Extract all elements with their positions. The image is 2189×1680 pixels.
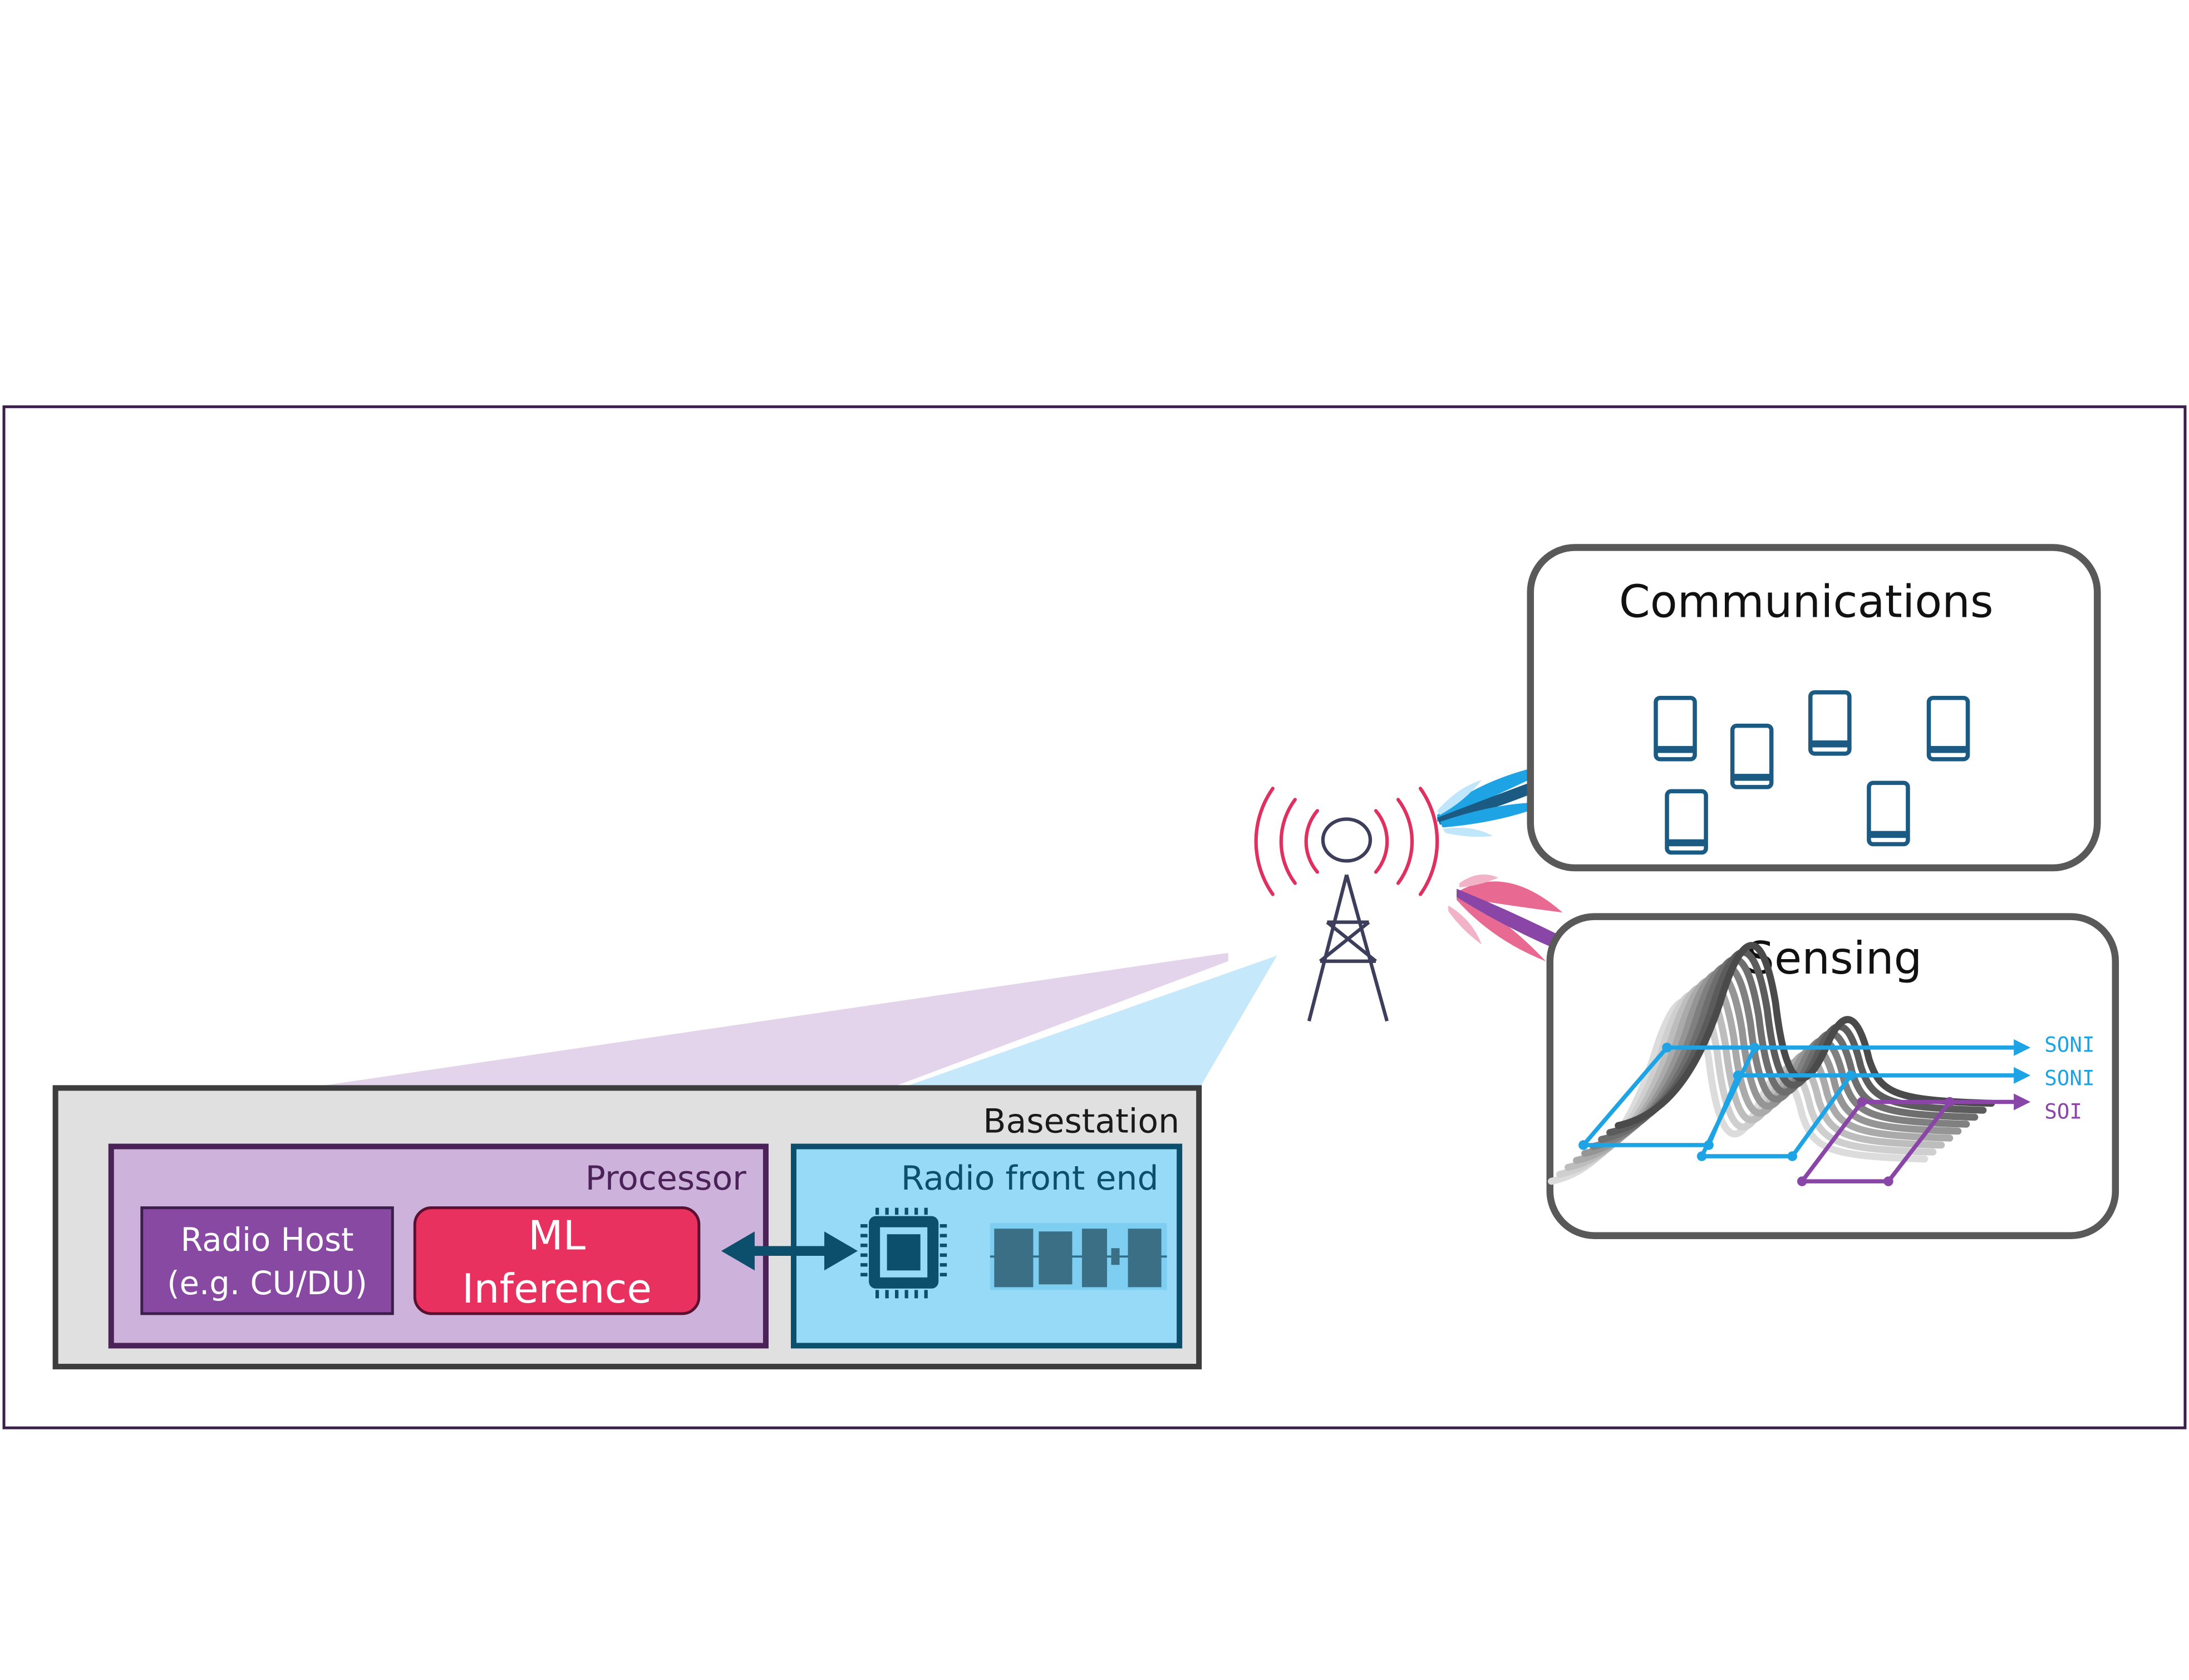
smartphone-icons [1654, 690, 1970, 855]
smartphone-icon [1654, 695, 1697, 762]
sensing-title: Sensing [1746, 932, 1922, 984]
radio-host-label-line1: Radio Host [181, 1221, 354, 1259]
processor: Processor Radio Host (e.g. CU/DU) ML Inf… [108, 1143, 769, 1349]
radio-host-label-line2: (e.g. CU/DU) [167, 1265, 367, 1302]
soni-points [1578, 1043, 1856, 1161]
beam-purple [316, 952, 1228, 1087]
soi-arrowhead [2014, 1093, 2031, 1111]
ml-inference-box: ML Inference [413, 1206, 701, 1315]
ml-label-line2: Inference [462, 1266, 652, 1313]
communications-title: Communications [1619, 576, 1994, 628]
soi-points [1797, 1097, 1955, 1186]
legend-soni-2: SONI [2044, 1065, 2094, 1090]
beam-blue [905, 955, 1277, 1087]
smartphone-icon [1730, 724, 1774, 789]
basestation-title: Basestation [983, 1102, 1179, 1141]
legend-soni-1: SONI [2044, 1032, 2094, 1057]
waveform-icon [990, 1223, 1167, 1290]
processor-title: Processor [586, 1159, 747, 1198]
radio-front-end-title: Radio front end [901, 1159, 1159, 1198]
smartphone-icon [1808, 690, 1852, 756]
cell-tower-icon [1254, 787, 1439, 1022]
sensing-panel: Sensing [1546, 913, 2119, 1239]
smartphone-icon [1665, 789, 1708, 855]
soi-grid [1800, 1099, 2025, 1183]
chip-icon [860, 1207, 947, 1299]
soni-arrowhead-2 [2014, 1067, 2031, 1084]
smartphone-icon [1926, 695, 1970, 762]
bidirectional-arrow-icon [721, 1231, 858, 1271]
radio-host-box: Radio Host (e.g. CU/DU) [140, 1206, 394, 1315]
legend-soi: SOI [2044, 1099, 2082, 1123]
basestation: Basestation Processor Radio Host (e.g. C… [52, 1085, 1202, 1369]
soni-arrowhead-1 [2014, 1039, 2031, 1056]
smartphone-icon [1867, 780, 1910, 847]
radio-front-end: Radio front end [790, 1143, 1183, 1349]
ml-label-line1: ML [528, 1213, 586, 1260]
soni-grid [1582, 1045, 2025, 1158]
communications-panel: Communications [1527, 544, 2101, 872]
